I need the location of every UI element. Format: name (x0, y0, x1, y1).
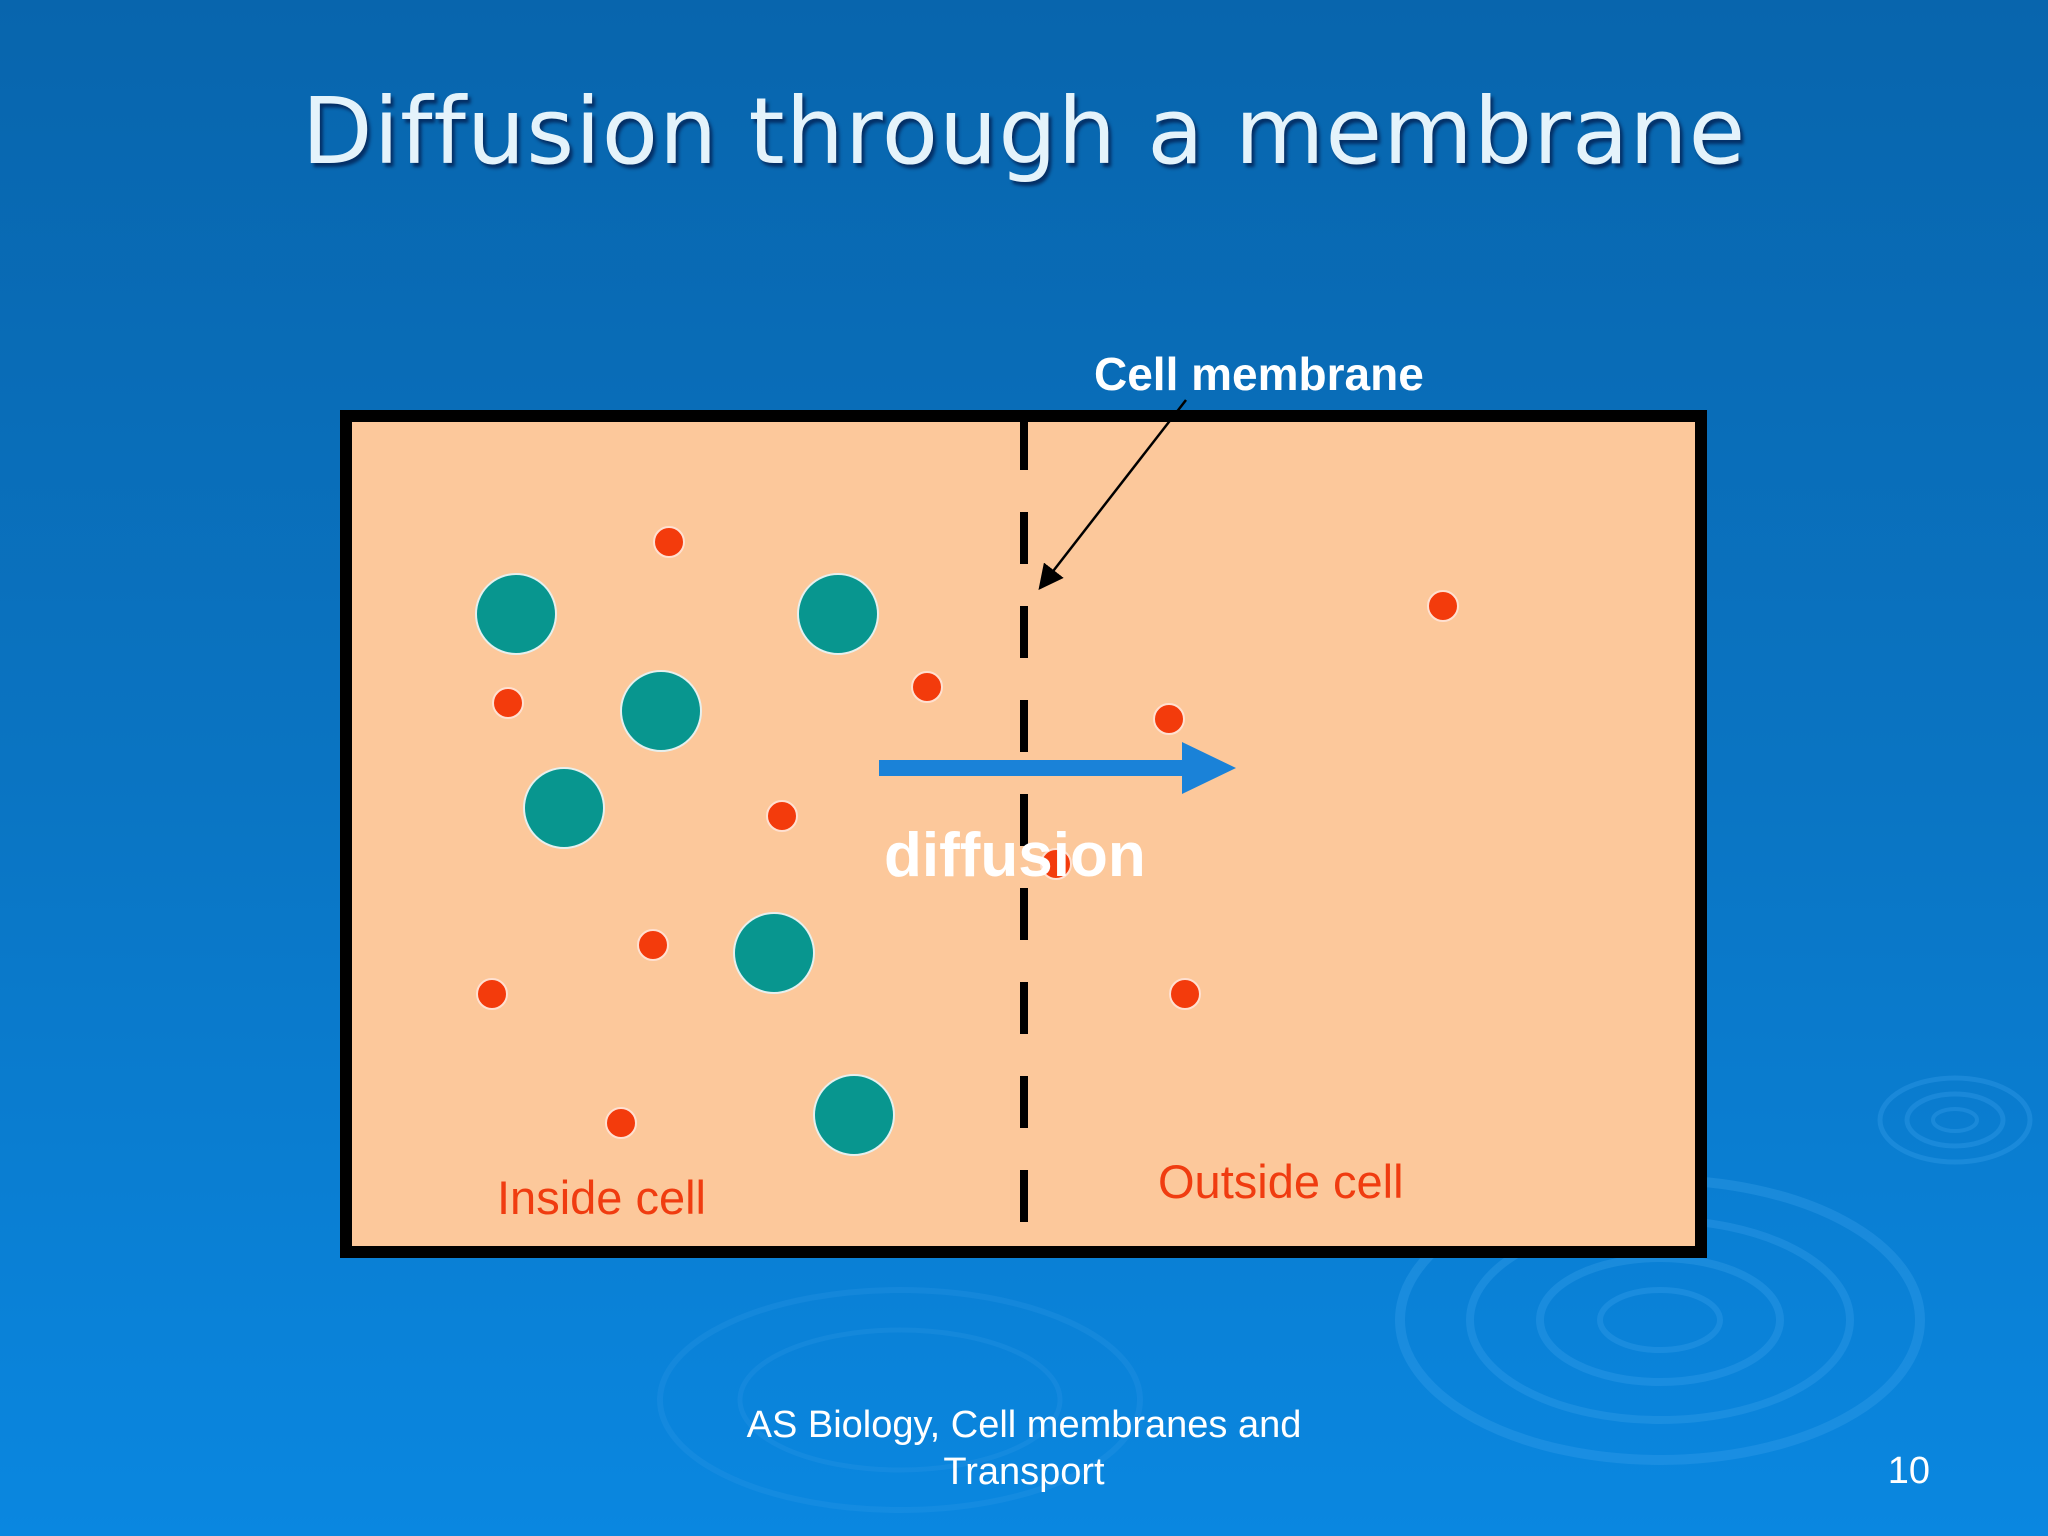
slide-title: Diffusion through a membrane (301, 78, 1747, 185)
inside-cell-label: Inside cell (497, 1171, 706, 1224)
small-molecule (1040, 848, 1072, 880)
large-molecule (733, 912, 815, 994)
small-molecule (1427, 590, 1459, 622)
large-molecule (475, 573, 557, 655)
small-molecule (637, 929, 669, 961)
slide-footer: AS Biology, Cell membranes and Transport (674, 1402, 1374, 1496)
small-molecule (766, 800, 798, 832)
large-molecule (797, 573, 879, 655)
small-molecule (911, 671, 943, 703)
slide-number: 10 (1887, 1450, 1930, 1492)
large-molecule (523, 767, 605, 849)
outside-cell-label: Outside cell (1158, 1155, 1404, 1208)
small-molecules (476, 526, 1459, 1139)
footer-line-2: Transport (943, 1451, 1105, 1493)
small-molecule (1153, 703, 1185, 735)
small-molecule (653, 526, 685, 558)
small-molecule (492, 687, 524, 719)
small-molecule (1169, 978, 1201, 1010)
membrane-pointer-arrow (1038, 399, 1187, 590)
small-molecule (605, 1107, 637, 1139)
cell-membrane-label: Cell membrane (1094, 348, 1424, 400)
small-molecule (476, 978, 508, 1010)
footer-line-1: AS Biology, Cell membranes and (746, 1404, 1302, 1446)
diffusion-label: diffusion (884, 821, 1146, 890)
large-molecules (475, 573, 895, 1156)
diffusion-arrow (879, 742, 1236, 794)
large-molecule (620, 670, 702, 752)
large-molecule (813, 1074, 895, 1156)
